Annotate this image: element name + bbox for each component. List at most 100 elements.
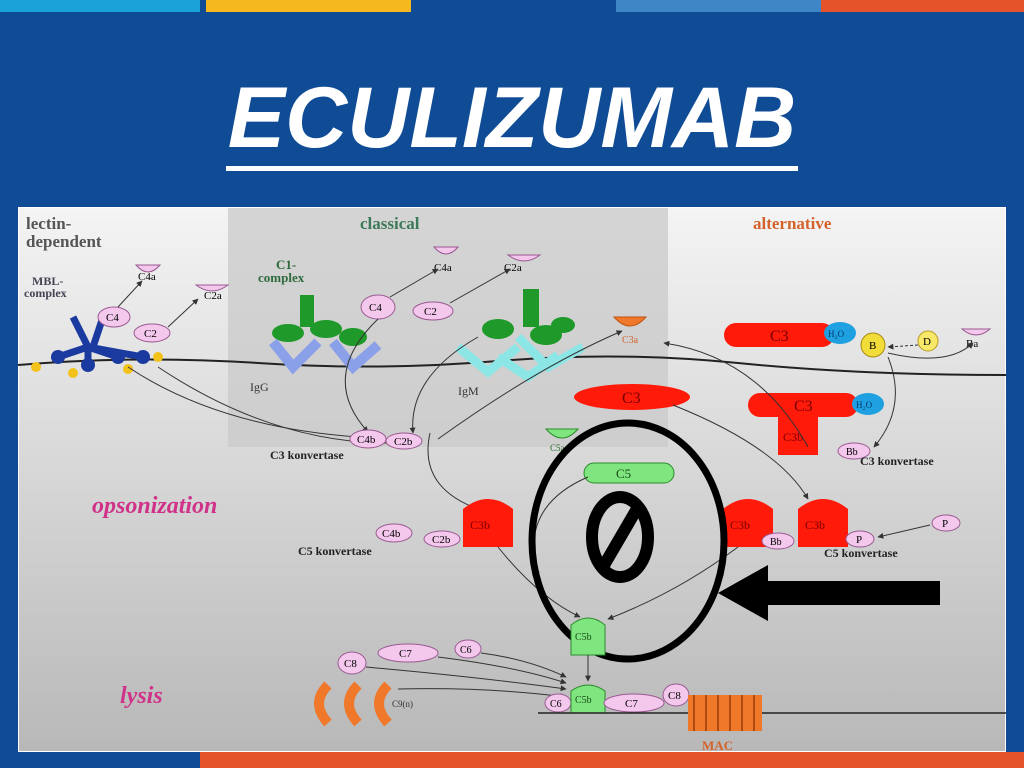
c3-alt-mid-label: C3 — [794, 398, 813, 415]
lysis-label: lysis — [120, 683, 163, 709]
c3-alt-top — [724, 323, 834, 347]
factor-d — [917, 330, 939, 352]
c2b-c5konv-label: C2b — [432, 534, 451, 546]
c5a-label: C5a — [550, 443, 565, 453]
factor-b-label: B — [869, 340, 876, 352]
c3b-c5konv-left-label: C3b — [470, 518, 490, 532]
c4b-c3konv-label: C4b — [357, 434, 376, 446]
arrow-c3-to-c3b-right — [672, 404, 809, 500]
c6-free-label: C6 — [460, 645, 472, 656]
arrow-c2-c2a-lectin — [167, 298, 199, 328]
c3-alt-top-label: C3 — [770, 328, 789, 345]
c5b-mac-label: C5b — [575, 695, 592, 706]
c9-polymer — [314, 681, 392, 727]
c4b-c5konv-label: C4b — [382, 528, 401, 540]
mac-label: MAC — [702, 738, 733, 752]
ba-shape — [960, 328, 992, 336]
top-bar-orange — [821, 0, 1024, 12]
c3a-label: C3a — [622, 335, 639, 346]
c7-free — [377, 643, 439, 663]
pathway-alternative-label: alternative — [753, 214, 832, 233]
c5-molecule — [583, 462, 675, 484]
arrow-c3b-to-c3a — [663, 340, 809, 448]
pathway-lectin-line1: lectin- — [26, 214, 72, 233]
eculizumab-target-highlight — [528, 419, 728, 663]
h2o-mid-label: H₂O — [856, 400, 873, 410]
pathway-classical-label: classical — [360, 214, 420, 233]
c5a-shape — [544, 428, 580, 439]
pointer-arrow-icon — [718, 565, 940, 621]
top-color-bar — [0, 0, 1024, 12]
factor-b — [860, 332, 886, 358]
mbl-line1: MBL- — [32, 274, 63, 288]
c8-mac-label: C8 — [668, 690, 681, 702]
arrow-alt-loop — [873, 356, 896, 448]
c3-konvertase-left: C3 konvertase — [270, 448, 344, 462]
c5b-mac — [570, 684, 606, 714]
c2-classical-label: C2 — [424, 306, 437, 318]
c2b-c3konv-label: C2b — [394, 436, 413, 448]
c2b-c3konv — [385, 432, 423, 450]
mbl-line2: complex — [24, 286, 67, 300]
c7-mac-label: C7 — [625, 698, 638, 710]
c3b-c5konv-left — [463, 499, 513, 547]
mbl-complex-label: MBL- complex — [24, 274, 67, 300]
arrow-lectin-to-c4b — [127, 366, 359, 440]
c8-free-label: C8 — [344, 658, 357, 670]
c1-complex — [269, 295, 382, 375]
c4b-c5konv — [375, 523, 413, 543]
c6-mac-label: C6 — [550, 699, 562, 710]
c3b-c5konv-right-a — [723, 499, 773, 547]
c4-lectin-label: C4 — [106, 312, 119, 324]
top-bar-steel — [616, 0, 821, 12]
c2a-classical-label: C2a — [504, 262, 522, 274]
pathway-lectin-label: lectin- dependent — [26, 214, 102, 251]
c9n-label: C9(n) — [392, 699, 413, 709]
arrow-p-to-konv — [877, 524, 931, 539]
igg-label: IgG — [250, 380, 269, 394]
pathway-lectin-line2: dependent — [26, 232, 102, 251]
arrow-c3-to-c3b-left — [427, 432, 479, 510]
factor-d-label: D — [923, 336, 931, 348]
slide-title-text: ECULIZUMAB — [225, 70, 799, 171]
arrow-d-to-b — [887, 343, 919, 350]
c5b-label: C5b — [575, 632, 592, 643]
arrow-c4-c4a-lectin — [117, 280, 143, 308]
bottom-color-bar — [200, 752, 1024, 768]
opsonization-label: opsonization — [92, 493, 217, 519]
blocked-icon — [586, 491, 654, 583]
c1-complex-label: C1- complex — [258, 257, 305, 285]
c2-lectin-label: C2 — [144, 328, 157, 340]
c7-mac — [603, 693, 665, 713]
c3-center-label: C3 — [622, 390, 641, 407]
top-bar-yellow — [206, 0, 411, 12]
c2a-lectin-label: C2a — [204, 290, 222, 302]
c3b-c5konv-right-a-label: C3b — [730, 518, 750, 532]
arrow-c9-to-mac — [397, 688, 567, 700]
bb-c5konv-label: Bb — [770, 537, 782, 548]
mbl-complex — [31, 315, 163, 378]
complement-pathway-diagram: lectin- dependent classical alternative … — [18, 207, 1006, 752]
arrow-igm-to-c2b — [409, 336, 479, 434]
c3b-alt — [778, 417, 818, 455]
arrow-c8-to-mac — [365, 666, 567, 692]
top-bar-blank — [200, 0, 206, 12]
c4-lectin — [97, 306, 131, 328]
p-free — [931, 514, 961, 532]
c7-free-label: C7 — [399, 648, 412, 660]
slide-title: ECULIZUMAB — [0, 70, 1024, 171]
c8-free — [337, 651, 367, 675]
p-free-label: P — [942, 518, 948, 530]
c4a-classical-shape — [432, 246, 460, 255]
c2-lectin — [133, 323, 171, 343]
c1-line1: C1- — [276, 257, 296, 272]
p-c5konv — [845, 530, 875, 548]
c5b-molecule — [570, 617, 606, 656]
bb-c3konv-label: Bb — [846, 447, 858, 458]
arrow-c1-to-c4b — [344, 318, 379, 433]
c3b-c5konv-right-b — [798, 499, 848, 547]
c5-konvertase-left: C5 konvertase — [298, 544, 372, 558]
c1-line2: complex — [258, 270, 305, 285]
c4a-lectin-label: C4a — [138, 271, 156, 283]
c2a-classical-shape — [506, 254, 542, 262]
